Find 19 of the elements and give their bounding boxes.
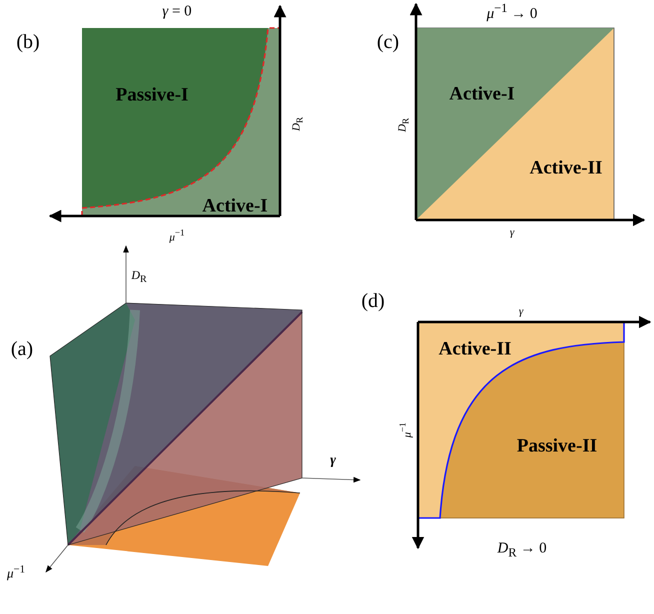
panel-label: (c) (376, 32, 400, 52)
region-label: Active-II (530, 158, 602, 178)
panel-label: (b) (16, 32, 40, 52)
region-label: Passive-II (516, 436, 598, 456)
region-label: Active-I (202, 196, 268, 216)
plot-title: D$_{R}$ → 0 (497, 541, 547, 559)
region-label: Passive-I (116, 86, 188, 104)
region-label: Active-II (438, 340, 512, 358)
panel-label: (a) (10, 339, 34, 359)
region-label: Active-I (449, 84, 515, 104)
axis-label: γ (518, 306, 524, 318)
axis-label: μ$^{−1}$ (6, 564, 26, 580)
axis-label: D$_{R}$ (131, 268, 147, 286)
axis-label: μ$^{−1}$ (169, 228, 185, 244)
axis-label: γ (510, 228, 514, 238)
panel-label: (d) (361, 291, 385, 311)
plot-title: γ = 0 (162, 4, 192, 20)
axis-label: γ (330, 454, 336, 468)
plot-title: μ$^{−1}$ → 0 (486, 2, 538, 22)
